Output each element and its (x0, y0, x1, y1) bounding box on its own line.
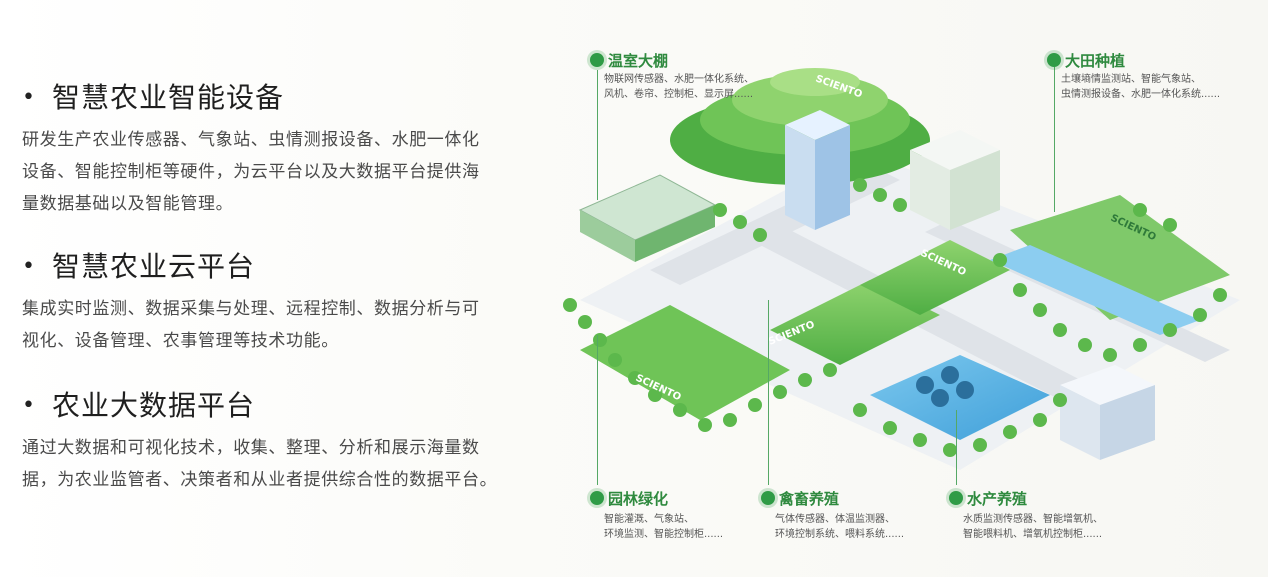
aeration-tank (916, 376, 934, 394)
desc-line: 通过大数据和可视化技术，收集、整理、分析和展示海量数 (22, 438, 480, 458)
desc-line: 设备、智能控制柜等硬件，为云平台以及大数据平台提供海 (22, 162, 480, 182)
garden-area (580, 305, 790, 420)
office-tower-side (785, 125, 815, 230)
hill-terrace (770, 68, 860, 96)
connector-line (597, 335, 598, 485)
farm-illustration-panel: SCIENTO SCIENTO SCIENTO SCIENTO SCIENTO … (540, 0, 1268, 577)
section-smart-devices: • 智慧农业智能设备 研发生产农业传感器、气象站、虫情测报设备、水肥一体化 设备、… (22, 78, 522, 220)
connector-line (956, 410, 957, 485)
left-panel: • 智慧农业智能设备 研发生产农业传感器、气象站、虫情测报设备、水肥一体化 设备、… (0, 0, 540, 577)
connector-line (1054, 62, 1055, 212)
area-desc: 智能灌溉、气象站、 环境监测、智能控制柜...... (604, 512, 723, 542)
section-desc: 通过大数据和可视化技术，收集、整理、分析和展示海量数 据，为农业监管者、决策者和… (22, 432, 522, 496)
canal (990, 245, 1200, 335)
desc-line: 据，为农业监管者、决策者和从业者提供综合性的数据平台。 (22, 470, 498, 490)
desc-line: 智能灌溉、气象站、 (604, 514, 694, 525)
area-title: 大田种植 (1065, 52, 1126, 70)
desc-line: 物联网传感器、水肥一体化系统、 (604, 74, 754, 85)
area-desc: 物联网传感器、水肥一体化系统、 风机、卷帘、控制柜、显示屏...... (604, 72, 754, 102)
section-desc: 研发生产农业传感器、气象站、虫情测报设备、水肥一体化 设备、智能控制柜等硬件，为… (22, 124, 522, 220)
greenhouse-side (635, 205, 715, 262)
desc-line: 智能喂料机、增氧机控制柜...... (963, 529, 1103, 540)
building-side (910, 150, 950, 230)
bullet-icon: • (22, 393, 36, 418)
building-top (1060, 365, 1155, 405)
greenhouse-side (580, 210, 635, 262)
desc-line: 虫情测报设备、水肥一体化系统...... (1061, 89, 1221, 100)
desc-line: 水质监测传感器、智能增氧机、 (963, 514, 1103, 525)
connector-line (597, 70, 598, 200)
aeration-tank (931, 389, 949, 407)
location-pin-icon (590, 491, 604, 505)
section-title: 农业大数据平台 (52, 389, 256, 422)
fish-pond (870, 355, 1050, 440)
building-side (950, 150, 1000, 230)
area-title: 水产养殖 (967, 490, 1028, 508)
bullet-icon: • (22, 85, 36, 110)
area-desc: 水质监测传感器、智能增氧机、 智能喂料机、增氧机控制柜...... (963, 512, 1103, 542)
area-title: 禽畜养殖 (779, 490, 840, 508)
office-tower-top (785, 110, 850, 140)
office-tower-side (815, 125, 850, 230)
desc-line: 环境控制系统、喂料系统...... (775, 529, 905, 540)
area-title: 园林绿化 (608, 490, 669, 508)
location-pin-icon (590, 53, 604, 67)
section-cloud-platform: • 智慧农业云平台 集成实时监测、数据采集与处理、远程控制、数据分析与可 视化、设… (22, 247, 522, 357)
trees (563, 178, 1227, 457)
desc-line: 环境监测、智能控制柜...... (604, 529, 724, 540)
desc-line: 集成实时监测、数据采集与处理、远程控制、数据分析与可 (22, 299, 480, 319)
desc-line: 风机、卷帘、控制柜、显示屏...... (604, 89, 754, 100)
aeration-tank (941, 366, 959, 384)
location-pin-icon (949, 491, 963, 505)
desc-line: 土壤墒情监测站、智能气象站、 (1061, 74, 1201, 85)
building-top (910, 130, 1000, 170)
building-side (1060, 385, 1100, 460)
building-side (1100, 385, 1155, 460)
area-title: 温室大棚 (608, 52, 669, 70)
bullet-icon: • (22, 254, 36, 279)
desc-line: 视化、设备管理、农事管理等技术功能。 (22, 331, 339, 351)
isometric-farm-map: SCIENTO SCIENTO SCIENTO SCIENTO SCIENTO (563, 68, 1240, 470)
crop-field (860, 240, 1010, 315)
aeration-tank (956, 381, 974, 399)
location-pin-icon (761, 491, 775, 505)
area-desc: 土壤墒情监测站、智能气象站、 虫情测报设备、水肥一体化系统...... (1061, 72, 1220, 102)
location-pin-icon (1047, 53, 1061, 67)
connector-line (768, 300, 769, 485)
section-big-data: • 农业大数据平台 通过大数据和可视化技术，收集、整理、分析和展示海量数 据，为农… (22, 386, 522, 496)
large-field (1010, 195, 1230, 320)
section-desc: 集成实时监测、数据采集与处理、远程控制、数据分析与可 视化、设备管理、农事管理等… (22, 293, 522, 357)
desc-line: 研发生产农业传感器、气象站、虫情测报设备、水肥一体化 (22, 130, 480, 150)
desc-line: 气体传感器、体温监测器、 (775, 514, 895, 525)
section-title: 智慧农业智能设备 (52, 81, 285, 114)
area-desc: 气体传感器、体温监测器、 环境控制系统、喂料系统...... (775, 512, 904, 542)
section-title: 智慧农业云平台 (52, 250, 256, 283)
desc-line: 量数据基础以及智能管理。 (22, 194, 234, 214)
